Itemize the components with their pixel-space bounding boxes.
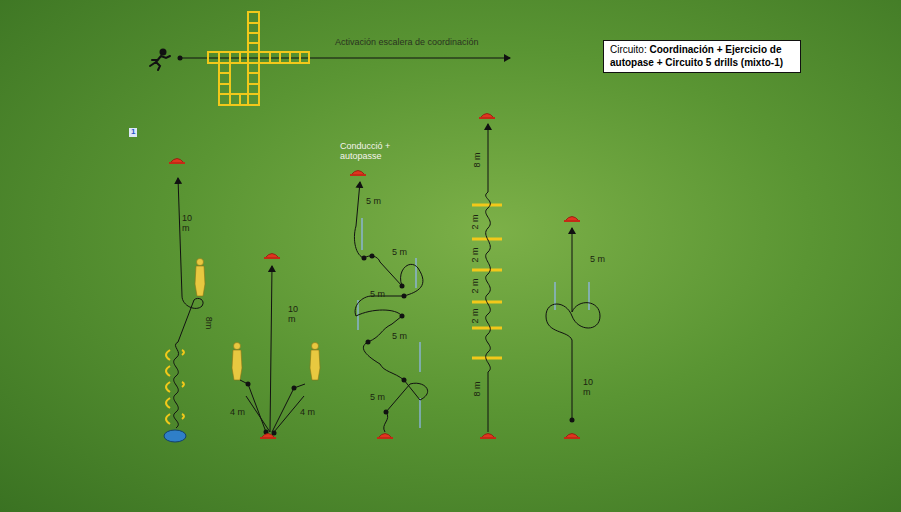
drill-2 <box>232 254 320 439</box>
distance-label: 4 m <box>300 408 315 418</box>
drill-4 <box>472 114 502 439</box>
callout-number: 1 <box>129 128 137 137</box>
activation-arrow <box>178 58 510 59</box>
distance-label: 2 m <box>471 247 481 262</box>
drill-5 <box>546 217 600 439</box>
distance-label: 5 m <box>392 248 407 258</box>
distance-label: 10 m <box>288 305 304 325</box>
distance-label: 5 m <box>370 393 385 403</box>
distance-label: 2 m <box>471 308 481 323</box>
distance-label: 8 m <box>473 381 483 396</box>
box-heading: Circuito: <box>610 44 647 55</box>
distance-label: 10 m <box>182 214 198 234</box>
distance-label: 8m <box>203 317 213 330</box>
distance-label: 5 m <box>370 290 385 300</box>
distance-label: 8 m <box>473 152 483 167</box>
distance-label: 4 m <box>230 408 245 418</box>
coordination-ladder <box>208 12 309 105</box>
runner-icon <box>150 50 170 71</box>
distance-label: 5 m <box>366 197 381 207</box>
drill-1 <box>164 159 205 443</box>
distance-label: 2 m <box>471 214 481 229</box>
distance-label: 10 m <box>583 378 599 398</box>
note-label: Activación escalera de coordinación <box>335 38 479 48</box>
drill-3 <box>350 171 428 439</box>
distance-label: 5 m <box>392 332 407 342</box>
distance-label: 5 m <box>590 255 605 265</box>
title-box: Circuito: Coordinación + Ejercicio de au… <box>603 40 801 73</box>
distance-label: 2 m <box>471 278 481 293</box>
note-label: Conducció + autopasse <box>340 142 410 162</box>
